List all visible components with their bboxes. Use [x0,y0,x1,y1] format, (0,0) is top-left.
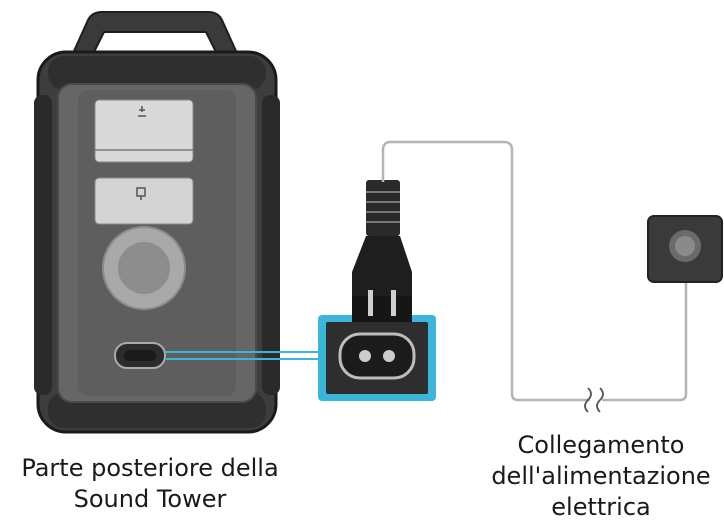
cable-break-icon [584,387,604,413]
zoomed-power-port [318,315,436,401]
power-connection-caption: Collegamento dell'alimentazione elettric… [478,430,724,523]
power-plug-icon [352,180,412,322]
second-compartment-icon [136,187,146,200]
device-label-line2: Sound Tower [73,485,227,513]
zoom-socket-pin-right [383,350,395,362]
device-label-line1: Parte posteriore della [21,454,279,482]
top-compartment-cover [94,99,194,163]
power-cable-far [602,252,688,402]
passive-radiator-cone [118,242,170,294]
power-label-line3: elettrica [551,493,651,521]
wall-outlet-icon [647,215,723,283]
power-label-line2: dell'alimentazione [491,462,711,490]
second-compartment-cover [94,177,194,225]
speaker-right-bumper [262,95,280,395]
power-label-line1: Collegamento [517,431,685,459]
plug-prong-right [391,290,396,316]
sound-tower-speaker [34,11,280,434]
power-port-recess [124,350,156,361]
plug-strain-relief [366,180,400,236]
zoom-socket-housing [338,332,416,380]
power-cable [381,140,590,402]
zoom-socket-pin-left [359,350,371,362]
plug-prong-left [368,290,373,316]
speaker-left-bumper [34,95,52,395]
top-compartment-icon [138,106,146,117]
device-rear-caption: Parte posteriore della Sound Tower [0,453,300,515]
speaker-top-cap [48,56,266,90]
callout-connector [165,351,320,360]
plug-face [352,296,412,322]
outlet-plug-head [675,236,695,256]
